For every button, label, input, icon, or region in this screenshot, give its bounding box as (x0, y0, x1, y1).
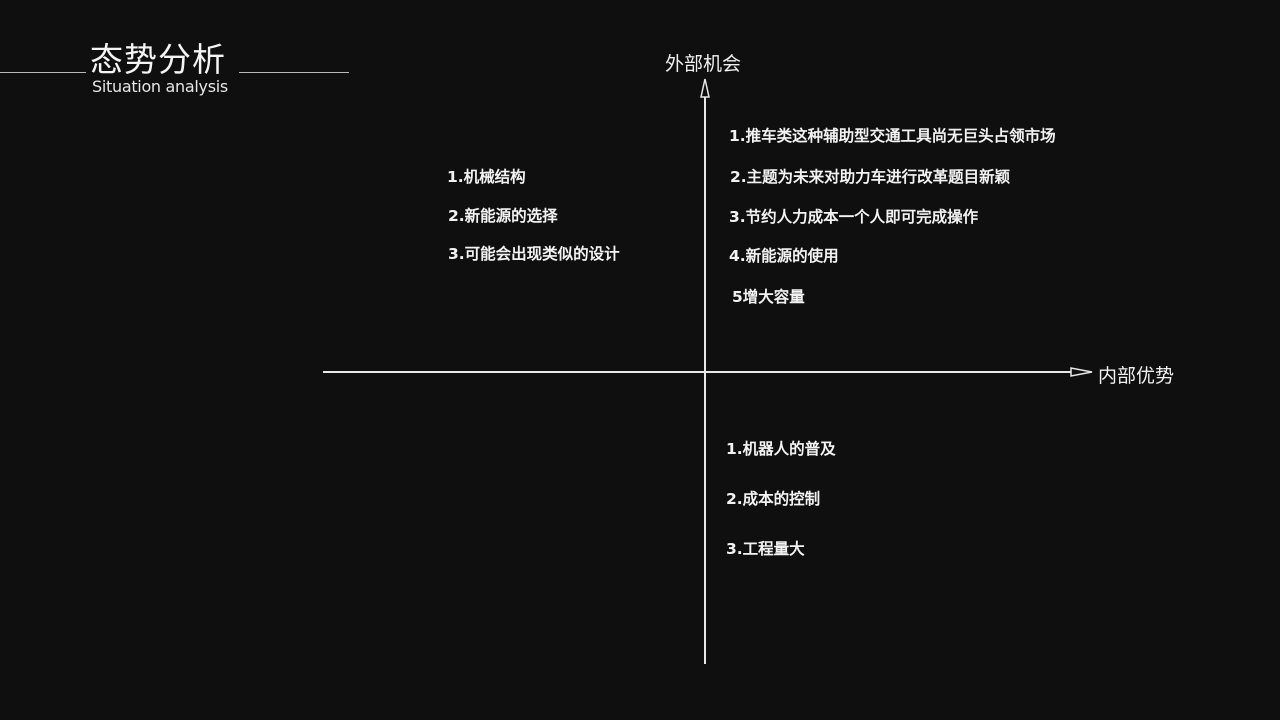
horizontal-axis-label: 内部优势 (1098, 365, 1175, 387)
list-item: 4.新能源的使用 (729, 247, 839, 265)
list-item: 1.推车类这种辅助型交通工具尚无巨头占领市场 (729, 127, 1056, 145)
arrow-up-icon (700, 78, 710, 98)
list-item: 1.机器人的普及 (726, 440, 836, 458)
vertical-axis-label: 外部机会 (665, 53, 742, 75)
horizontal-axis (323, 371, 1075, 373)
page-title: 态势分析 (90, 40, 226, 79)
list-item: 2.成本的控制 (726, 490, 821, 508)
title-rule-left (0, 72, 86, 73)
page-subtitle: Situation analysis (92, 77, 228, 96)
vertical-axis (704, 92, 706, 664)
list-item: 3.可能会出现类似的设计 (448, 245, 620, 263)
list-item: 2.新能源的选择 (448, 207, 558, 225)
list-item: 2.主题为未来对助力车进行改革题目新颖 (730, 168, 1011, 186)
list-item: 3.工程量大 (726, 540, 805, 558)
title-rule-right (239, 72, 349, 73)
arrow-right-icon (1070, 367, 1093, 377)
list-item: 1.机械结构 (447, 168, 526, 186)
list-item: 5增大容量 (732, 288, 805, 306)
list-item: 3.节约人力成本一个人即可完成操作 (729, 208, 979, 226)
